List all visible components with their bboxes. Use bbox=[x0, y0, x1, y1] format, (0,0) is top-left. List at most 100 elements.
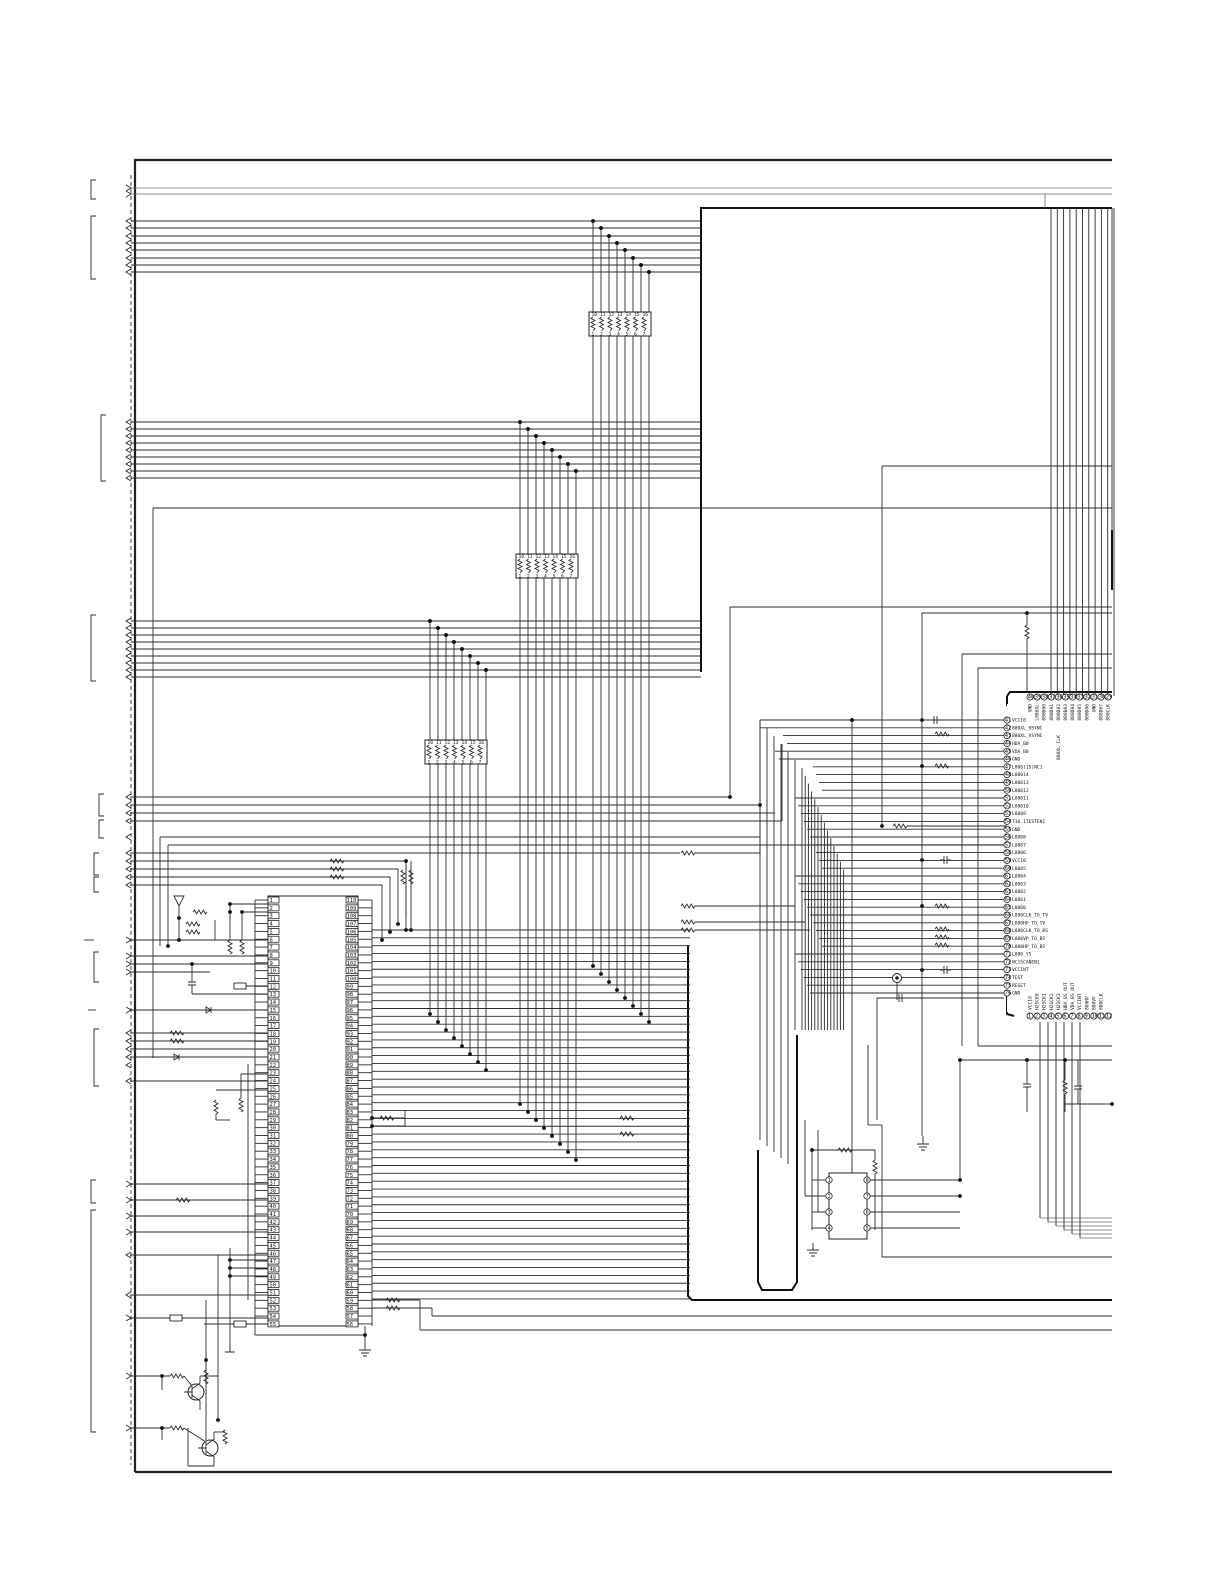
controller-pin-label: VDA_B0 bbox=[1012, 749, 1029, 755]
junction-dot bbox=[228, 1266, 232, 1270]
ic-pin-number: 39 bbox=[270, 1196, 277, 1202]
ic-pin-number: 62 bbox=[347, 1275, 354, 1281]
edge-connector-arrow bbox=[125, 817, 132, 825]
small-ic-pin-number: 5 bbox=[866, 1226, 869, 1232]
ic-pin-number: 105 bbox=[347, 937, 357, 943]
junction-dot bbox=[518, 1102, 522, 1106]
ic-pin-number: 1 bbox=[270, 898, 273, 904]
ic-pin-number: 75 bbox=[347, 1173, 354, 1179]
junction-dot bbox=[370, 1116, 374, 1120]
ic-pin-number: 2 bbox=[270, 906, 273, 912]
junction-dot bbox=[958, 1058, 962, 1062]
ic-pin-number: 25 bbox=[270, 1086, 277, 1092]
edge-connector-arrow bbox=[125, 425, 132, 433]
junction-dot bbox=[1110, 1102, 1114, 1106]
edge-connector-arrow bbox=[125, 793, 132, 801]
ic-pin-number: 31 bbox=[270, 1134, 277, 1140]
controller-pin-label: VCC10 bbox=[1028, 996, 1034, 1010]
controller-pin-number: 52 bbox=[1005, 803, 1012, 809]
controller-pin-number: 68 bbox=[1005, 928, 1012, 934]
ic-pin-number: 76 bbox=[347, 1165, 354, 1171]
junction-dot bbox=[428, 1012, 432, 1016]
controller-pin-number: 31 bbox=[1092, 695, 1099, 701]
junction-dot bbox=[920, 968, 924, 972]
controller-pin-label: L8801 bbox=[1012, 897, 1026, 903]
ic-pin-number: 69 bbox=[347, 1220, 354, 1226]
junction-dot bbox=[204, 1358, 208, 1362]
resistor bbox=[934, 763, 950, 769]
controller-pin-number: 49 bbox=[1005, 780, 1012, 786]
controller-pin-number: 7 bbox=[1070, 1014, 1073, 1020]
junction-dot bbox=[436, 626, 440, 630]
junction-dot bbox=[526, 427, 530, 431]
ic-pin-number: 42 bbox=[270, 1220, 277, 1226]
controller-pin-number: 6 bbox=[1063, 1014, 1066, 1020]
controller-pin-label: H2SCK0 bbox=[1035, 993, 1041, 1010]
controller-pin-number: 60 bbox=[1005, 866, 1012, 872]
ic-pin-number: 80 bbox=[347, 1134, 354, 1140]
array-pin-label: 2 bbox=[600, 332, 603, 338]
resistor bbox=[169, 1030, 185, 1036]
ic-pin-number: 96 bbox=[347, 1008, 354, 1014]
controller-pin-number: 9 bbox=[1085, 1014, 1088, 1020]
controller-pin-number: 32 bbox=[1085, 695, 1092, 701]
junction-dot bbox=[615, 988, 619, 992]
junction-dot bbox=[850, 718, 854, 722]
junction-dot bbox=[388, 930, 392, 934]
small-ic-pin-number: 6 bbox=[866, 1210, 869, 1216]
edge-connector-arrow bbox=[125, 474, 132, 482]
resistor bbox=[169, 1373, 185, 1379]
ic-pin-number: 48 bbox=[270, 1267, 277, 1273]
junction-dot bbox=[607, 980, 611, 984]
controller-pin-label: NC1SCANEN1 bbox=[1012, 959, 1040, 965]
controller-pin-number: 76 bbox=[1005, 991, 1012, 997]
controller-pin-label: L88011 bbox=[1012, 796, 1029, 802]
controller-pin-number: 63 bbox=[1005, 889, 1012, 895]
resistor bbox=[680, 903, 696, 909]
wiring bbox=[125, 184, 1115, 1467]
controller-pin-number: 30 bbox=[1099, 695, 1106, 701]
array-pin-label: 2 bbox=[527, 574, 530, 580]
controller-pin-label: L88012 bbox=[1012, 788, 1029, 794]
controller-pin-label: L8809 bbox=[1012, 811, 1026, 817]
resistor bbox=[385, 1305, 401, 1311]
array-pin-label: 14 bbox=[553, 554, 559, 560]
controller-pin-number: 53 bbox=[1005, 811, 1012, 817]
ic-pin-number: 94 bbox=[347, 1024, 354, 1030]
ic-pin-number: 74 bbox=[347, 1181, 354, 1187]
controller-pin-number: 29 bbox=[1106, 695, 1113, 701]
small-ic-pin-number: 8 bbox=[866, 1178, 869, 1184]
controller-pin-number: 66 bbox=[1005, 913, 1012, 919]
edge-connector-arrow bbox=[125, 1037, 132, 1045]
resistor bbox=[1062, 1079, 1068, 1095]
ic-pin-number: 50 bbox=[270, 1283, 277, 1289]
controller-pin-number: 70 bbox=[1005, 944, 1012, 950]
capacitor bbox=[188, 978, 196, 989]
junction-dot bbox=[160, 1374, 164, 1378]
ic-pin-number: 27 bbox=[270, 1102, 277, 1108]
junction-dot bbox=[216, 1418, 220, 1422]
junction-dot bbox=[550, 448, 554, 452]
edge-connector-arrow bbox=[125, 809, 132, 817]
edge-connector-arrow bbox=[125, 666, 132, 674]
resistor bbox=[400, 869, 406, 885]
edge-connector-arrow bbox=[125, 1061, 132, 1069]
controller-pin-number: 72 bbox=[1005, 959, 1012, 965]
controller-pin-number: 64 bbox=[1005, 897, 1012, 903]
edge-connector-arrow bbox=[125, 1251, 132, 1259]
resistor bbox=[329, 858, 345, 864]
ic-pin-number: 73 bbox=[347, 1188, 354, 1194]
ic-pin-number: 52 bbox=[270, 1298, 277, 1304]
junction-dot bbox=[647, 270, 651, 274]
controller-pin-label: GND bbox=[1028, 704, 1034, 713]
ic-pin-number: 107 bbox=[347, 922, 357, 928]
controller-pin-label: H2SCK2 bbox=[1049, 993, 1055, 1010]
ic-pin-number: 16 bbox=[270, 1016, 277, 1022]
resistor bbox=[680, 927, 696, 933]
junction-dot bbox=[484, 1068, 488, 1072]
controller-pin-label: HDA_BS_OUT bbox=[1063, 982, 1069, 1010]
ic-pin-number: 29 bbox=[270, 1118, 277, 1124]
ic-pin-number: 90 bbox=[347, 1055, 354, 1061]
